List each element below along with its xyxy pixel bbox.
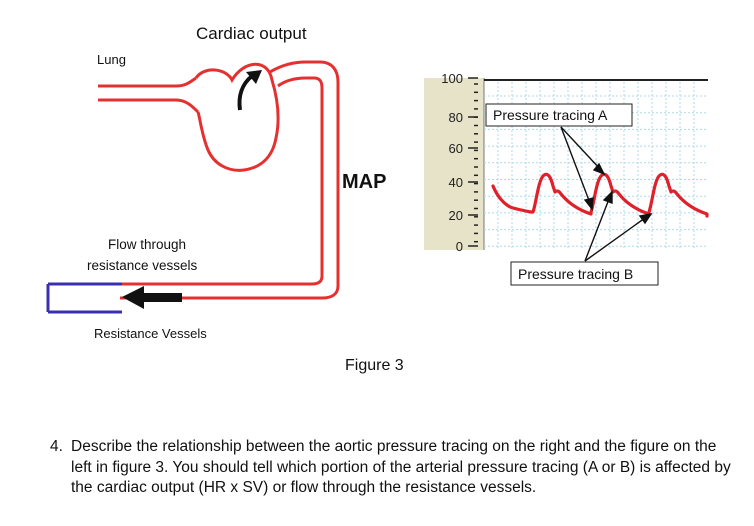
cardiac-output-label: Cardiac output <box>196 24 307 43</box>
question-number: 4. <box>50 438 63 455</box>
y-tick-label: 80 <box>449 110 463 125</box>
y-tick-label: 40 <box>449 175 463 190</box>
callout-b-box <box>510 261 659 286</box>
pressure-trace <box>491 172 709 218</box>
flow-arrow-shaft-icon <box>140 293 182 302</box>
flow-label-line1: Flow through <box>108 237 187 252</box>
aorta-inner <box>120 76 324 286</box>
heart-shape <box>194 62 280 172</box>
cardiac-output-arrowhead-icon <box>246 70 262 84</box>
y-tick-label: 100 <box>441 71 463 86</box>
callout-b-text: Pressure tracing B <box>518 266 633 282</box>
map-label: MAP <box>342 171 387 193</box>
lung-vessel-top <box>98 76 197 88</box>
callout-b-arrows <box>584 190 653 262</box>
flow-arrow-head-icon <box>122 286 144 309</box>
resistance-vessels-label: Resistance Vessels <box>94 326 207 341</box>
callout-a-text: Pressure tracing A <box>493 107 608 123</box>
flow-label-line2: resistance vessels <box>87 258 198 273</box>
y-tick-label: 0 <box>456 239 463 254</box>
aorta-outer <box>120 60 340 300</box>
callout-a-arrows <box>560 126 606 211</box>
figure-caption: Figure 3 <box>345 357 404 374</box>
axis-panel <box>424 78 484 250</box>
lung-label: Lung <box>97 52 126 67</box>
cardiac-output-arrow-icon <box>237 74 254 111</box>
question-text: Describe the relationship between the ao… <box>71 438 731 496</box>
callout-a-box <box>485 103 633 127</box>
lung-vessel-bottom <box>98 98 200 114</box>
y-tick-labels: 100 80 60 40 20 0 <box>441 71 478 254</box>
question-block: 4. Describe the relationship between the… <box>50 437 740 499</box>
y-tick-label: 60 <box>449 141 463 156</box>
y-tick-label: 20 <box>449 208 463 223</box>
